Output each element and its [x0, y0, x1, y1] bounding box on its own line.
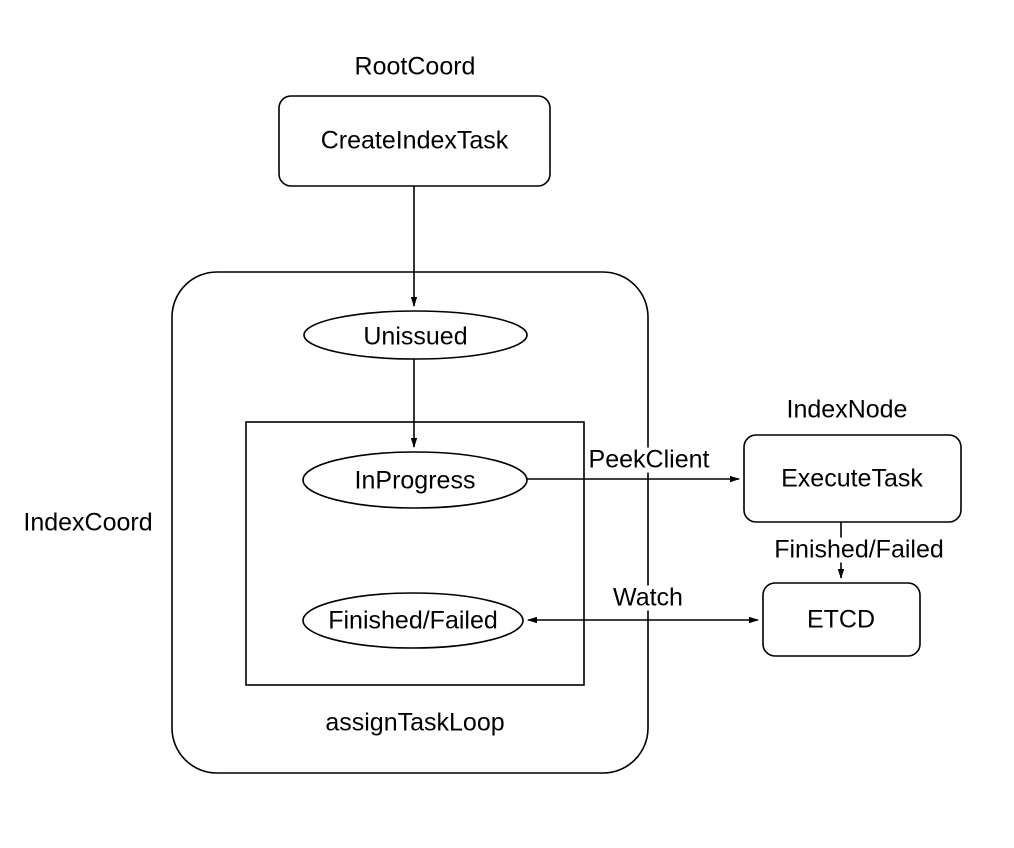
node-in-progress[interactable]: [302, 451, 528, 509]
node-create-index-task[interactable]: [278, 95, 551, 187]
container-index-coord: [171, 271, 649, 774]
node-unissued[interactable]: [303, 310, 528, 360]
container-assign-task-loop: [245, 421, 585, 686]
node-execute-task[interactable]: [743, 434, 962, 523]
node-finished-failed-state[interactable]: [302, 592, 524, 649]
node-etcd[interactable]: [762, 582, 921, 657]
